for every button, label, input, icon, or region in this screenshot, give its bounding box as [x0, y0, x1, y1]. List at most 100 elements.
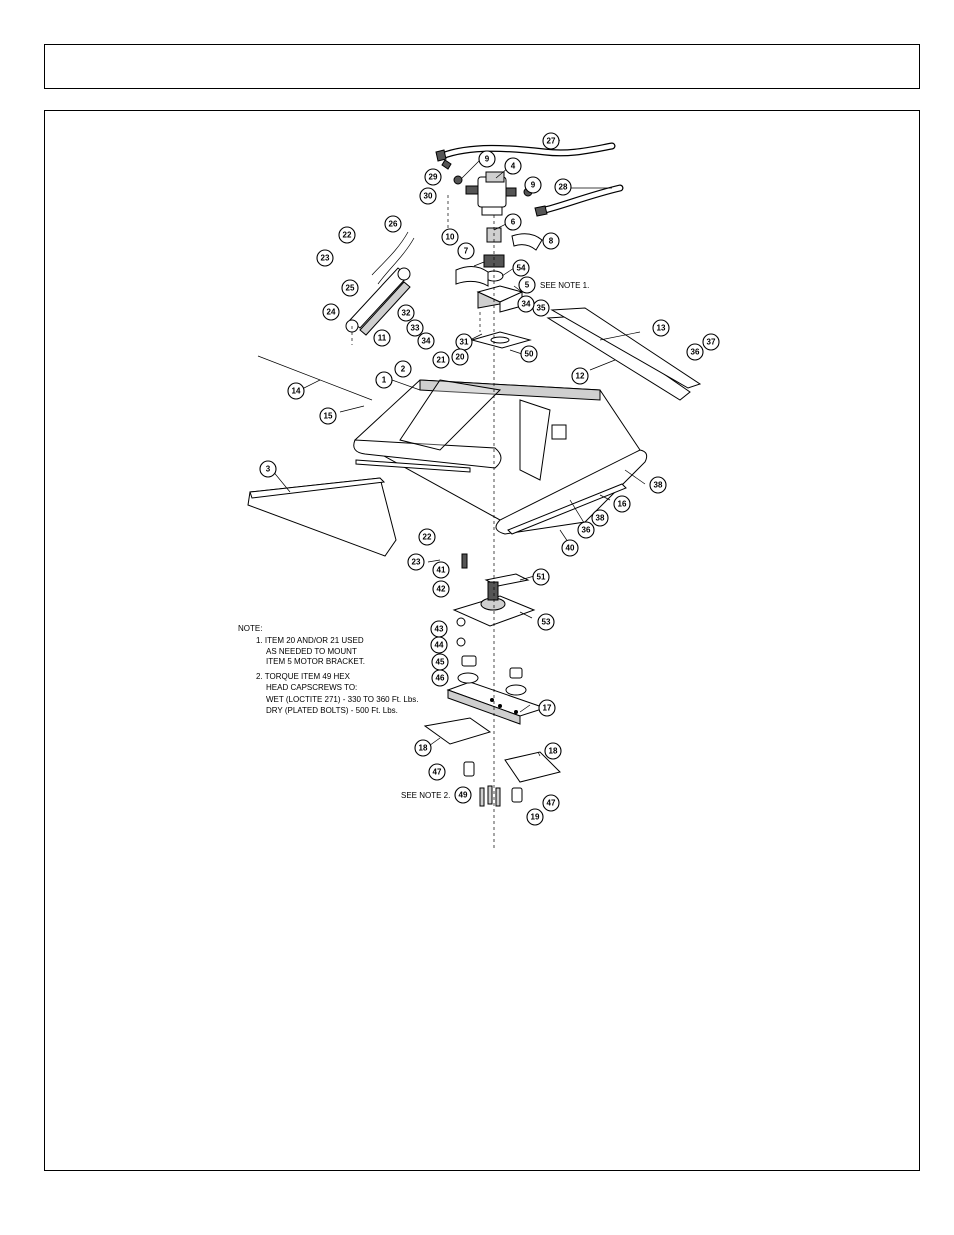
callout-33: 33 — [406, 319, 424, 337]
callout-22-bottom: 22 — [418, 528, 436, 546]
callout-18-left: 18 — [414, 739, 432, 757]
svg-text:26: 26 — [389, 220, 398, 229]
callout-38-center: 38 — [591, 509, 609, 527]
svg-text:12: 12 — [576, 372, 585, 381]
svg-text:13: 13 — [657, 324, 666, 333]
callout-8: 8 — [542, 232, 560, 250]
svg-text:21: 21 — [437, 356, 446, 365]
callout-26: 26 — [384, 215, 402, 233]
svg-text:31: 31 — [460, 338, 469, 347]
callout-54: 54 — [512, 259, 530, 277]
blade-right — [504, 751, 561, 783]
callout-11: 11 — [373, 329, 391, 347]
callout-38-right: 38 — [649, 476, 667, 494]
svg-text:38: 38 — [654, 481, 663, 490]
callout-14: 14 — [287, 382, 305, 400]
callout-28: 28 — [554, 178, 572, 196]
svg-text:32: 32 — [402, 309, 411, 318]
svg-text:47: 47 — [433, 768, 442, 777]
callout-43: 43 — [430, 620, 448, 638]
svg-text:7: 7 — [464, 247, 469, 256]
hose-28 — [534, 184, 624, 217]
callout-9-right: 9 — [524, 176, 542, 194]
callout-7: 7 — [457, 242, 475, 260]
callout-37: 37 — [702, 333, 720, 351]
note-2-line-1: 2. TORQUE ITEM 49 HEX — [256, 672, 351, 681]
svg-text:28: 28 — [559, 183, 568, 192]
svg-text:18: 18 — [419, 744, 428, 753]
svg-text:15: 15 — [324, 412, 333, 421]
note-2-line-2: HEAD CAPSCREWS TO: — [266, 683, 357, 692]
svg-text:8: 8 — [549, 237, 554, 246]
svg-text:40: 40 — [566, 544, 575, 553]
callout-3: 3 — [259, 460, 277, 478]
svg-text:18: 18 — [549, 747, 558, 756]
callout-44: 44 — [430, 636, 448, 654]
notes-heading: NOTE: — [238, 624, 262, 633]
coupler-spline — [483, 254, 505, 268]
svg-text:22: 22 — [423, 533, 432, 542]
svg-text:49: 49 — [459, 791, 468, 800]
svg-text:54: 54 — [517, 264, 526, 273]
callout-45: 45 — [431, 653, 449, 671]
blade-holder — [446, 681, 547, 725]
side-shield-13 — [550, 307, 702, 389]
svg-text:34: 34 — [422, 337, 431, 346]
svg-text:20: 20 — [456, 353, 465, 362]
callout-51: 51 — [532, 568, 550, 586]
callout-50: 50 — [520, 345, 538, 363]
callout-22-top: 22 — [338, 226, 356, 244]
coupler-guard-right — [511, 233, 543, 251]
svg-text:46: 46 — [436, 674, 445, 683]
hydraulic-motor — [465, 171, 517, 216]
note-2-line-4: DRY (PLATED BOLTS) - 500 Ft. Lbs. — [266, 706, 398, 715]
note-1-line-1: 1. ITEM 20 AND/OR 21 USED — [256, 636, 364, 645]
main-content-box — [44, 110, 920, 1171]
callout-12: 12 — [571, 367, 589, 385]
callout-9-top: 9 — [478, 150, 496, 168]
svg-text:38: 38 — [596, 514, 605, 523]
callout-4: 4 — [504, 157, 522, 175]
callout-36-center: 36 — [577, 521, 595, 539]
svg-text:50: 50 — [525, 350, 534, 359]
callout-16: 16 — [613, 495, 631, 513]
hose-27 — [435, 142, 616, 170]
callout-30: 30 — [419, 187, 437, 205]
callout-40: 40 — [561, 539, 579, 557]
svg-text:5: 5 — [525, 281, 530, 290]
svg-text:17: 17 — [543, 704, 552, 713]
callout-6: 6 — [504, 213, 522, 231]
callout-31: 31 — [455, 333, 473, 351]
callout-49: 49 — [454, 786, 472, 804]
callout-27: 27 — [542, 132, 560, 150]
callout-2: 2 — [394, 360, 412, 378]
svg-text:51: 51 — [537, 573, 546, 582]
see-note-2-label: SEE NOTE 2. — [401, 791, 450, 800]
callout-1: 1 — [375, 371, 393, 389]
header-box — [44, 44, 920, 89]
svg-text:16: 16 — [618, 500, 627, 509]
note-1-line-3: ITEM 5 MOTOR BRACKET. — [266, 657, 365, 666]
svg-text:23: 23 — [412, 558, 421, 567]
fitting-left — [453, 175, 463, 185]
callout-53: 53 — [537, 613, 555, 631]
svg-text:14: 14 — [292, 387, 301, 396]
cylinder-hose-26 — [371, 231, 409, 276]
callout-34-right: 34 — [517, 295, 535, 313]
cylinder-hose-26b — [377, 237, 415, 285]
svg-text:10: 10 — [446, 233, 455, 242]
callout-15: 15 — [319, 407, 337, 425]
callout-24: 24 — [322, 303, 340, 321]
svg-text:11: 11 — [378, 334, 387, 343]
note-2-line-3: WET (LOCTITE 271) - 330 TO 360 Ft. Lbs. — [266, 695, 419, 704]
svg-text:35: 35 — [537, 304, 546, 313]
callout-20: 20 — [451, 348, 469, 366]
hydraulic-cylinder — [345, 267, 411, 336]
chain-rod — [257, 355, 373, 401]
callout-42: 42 — [432, 580, 450, 598]
see-note-1-label: SEE NOTE 1. — [540, 281, 589, 290]
svg-text:9: 9 — [485, 155, 490, 164]
svg-text:30: 30 — [424, 192, 433, 201]
svg-text:23: 23 — [321, 254, 330, 263]
callout-18-right: 18 — [544, 742, 562, 760]
